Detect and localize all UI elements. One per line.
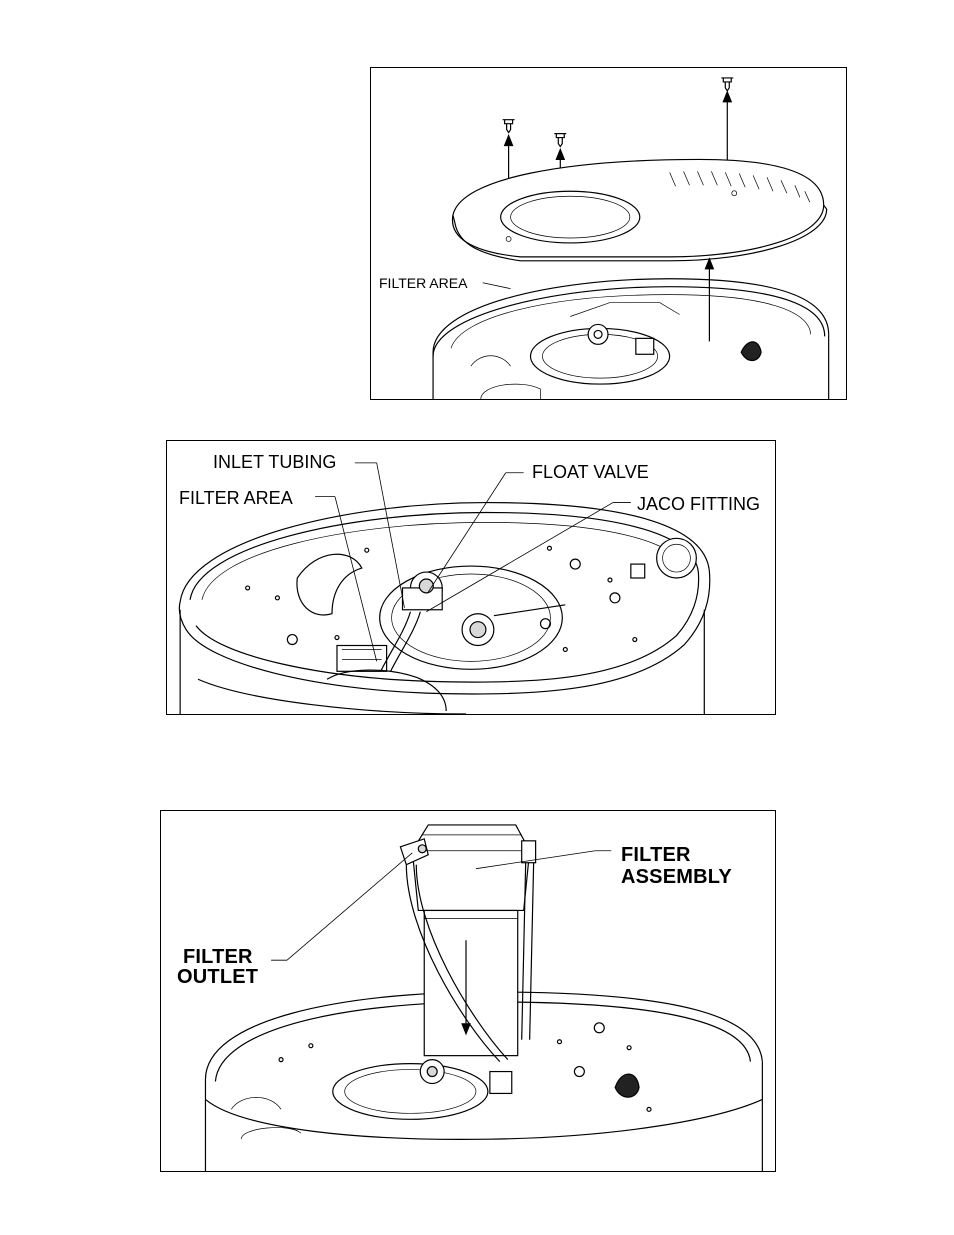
label-filter-outlet-line1: FILTER	[183, 946, 253, 968]
label-jaco-fitting: JACO FITTING	[637, 494, 760, 514]
base-unit	[432, 278, 830, 399]
label-filter-area: FILTER AREA	[179, 488, 293, 508]
arrow-icon	[461, 940, 471, 1036]
float-valve	[401, 571, 443, 611]
label-inlet-tubing: INLET TUBING	[213, 452, 337, 472]
screw-icon	[502, 119, 515, 134]
label-filter-outlet-line2: OUTLET	[177, 966, 259, 988]
arrow-icon	[704, 257, 715, 342]
figure-top-view: INLET TUBING FLOAT VALVE FILTER AREA JAC…	[166, 440, 776, 715]
filter-area	[326, 644, 447, 712]
top-view-drawing	[178, 462, 711, 714]
label-filter-assembly-line1: FILTER	[621, 844, 691, 866]
figure-exploded-cover: FILTER AREA	[370, 67, 847, 400]
label-filter-assembly-line2: ASSEMBLY	[621, 866, 732, 888]
exploded-cover-drawing	[432, 77, 830, 399]
label-filter-area: FILTER AREA	[379, 275, 468, 291]
jaco-fitting	[630, 537, 697, 579]
label-float-valve: FLOAT VALVE	[532, 462, 649, 482]
screw-icon	[721, 77, 734, 92]
cover-plate	[451, 158, 828, 262]
filter-install-drawing	[204, 824, 763, 1171]
filter-assembly	[411, 824, 531, 1057]
screw-icon	[554, 133, 567, 148]
figure-filter-install: FILTER ASSEMBLY FILTER OUTLET	[160, 810, 776, 1172]
filter-outlet	[399, 838, 537, 866]
